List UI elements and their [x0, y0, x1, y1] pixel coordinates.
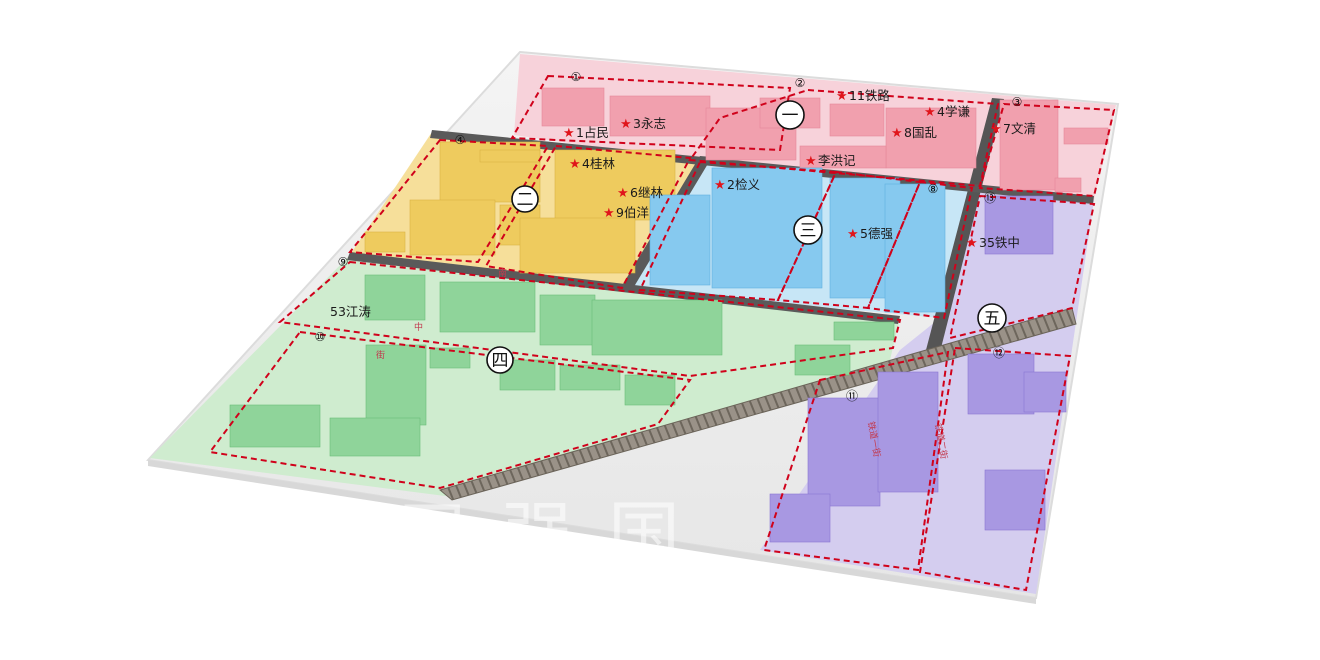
block-2-label: ② — [795, 76, 806, 90]
marker-6jilin: ★ 6继林 — [617, 185, 663, 201]
map-board-edge — [148, 460, 1036, 604]
star-icon: ★ — [617, 186, 629, 201]
district-3-badge: 三 — [793, 215, 823, 245]
star-icon: ★ — [924, 105, 936, 120]
svg-text:5德强: 5德强 — [860, 226, 893, 241]
marker-1zhanmin: ★ 1占民 — [563, 125, 609, 141]
svg-text:4学谦: 4学谦 — [937, 104, 970, 119]
star-icon: ★ — [620, 117, 632, 132]
star-icon: ★ — [714, 178, 726, 193]
marker-8guoluan: ★ 8国乱 — [891, 125, 937, 141]
block-numbers: ① ② ③ ④ ⑧ ⑨ ⑩ ⑪ ⑫ ⑬ — [315, 70, 1023, 403]
star-icon: ★ — [836, 89, 848, 104]
district-2-badge: 二 — [511, 185, 539, 213]
marker-7wenqing: ★ 7文清 — [990, 121, 1036, 137]
railway — [438, 307, 1077, 501]
district-1-badge: 一 — [775, 100, 805, 130]
block-1-label: ① — [571, 70, 582, 84]
street-label-jie: 街 — [376, 349, 385, 361]
street-label-middle: 中 — [414, 321, 423, 333]
svg-text:11铁路: 11铁路 — [849, 88, 890, 103]
block-4-label: ④ — [455, 133, 466, 147]
svg-text:二: 二 — [517, 190, 534, 210]
block-11-label: ⑪ — [846, 389, 858, 403]
person-markers: ★ 1占民 ★ 3永志 ★ 11铁路 ★ 4学谦 ★ 8国乱 ★ 7文清 ★ 李… — [330, 88, 1036, 319]
star-icon: ★ — [569, 157, 581, 172]
purple-buildings — [769, 195, 1067, 543]
watermark: 学习强国 — [290, 493, 714, 577]
marker-9boyang: ★ 9伯洋 — [603, 205, 649, 221]
svg-text:2检义: 2检义 — [727, 177, 760, 192]
svg-text:1占民: 1占民 — [576, 125, 609, 140]
star-icon: ★ — [891, 126, 903, 141]
blue-buildings — [649, 167, 946, 313]
star-icon: ★ — [966, 236, 978, 251]
block-10-label: ⑩ — [315, 330, 326, 344]
block-3-label: ③ — [1012, 95, 1023, 109]
street-label-south: 南 — [498, 267, 507, 279]
svg-text:7文清: 7文清 — [1003, 121, 1036, 136]
svg-text:6继林: 6继林 — [630, 185, 663, 200]
svg-text:四: 四 — [492, 351, 509, 371]
block-8-label: ⑧ — [928, 182, 939, 196]
svg-text:4桂林: 4桂林 — [582, 156, 615, 171]
star-icon: ★ — [990, 122, 1002, 137]
svg-text:3永志: 3永志 — [633, 116, 666, 131]
block-13-label: ⑬ — [984, 191, 996, 205]
star-icon: ★ — [603, 206, 615, 221]
star-icon: ★ — [847, 227, 859, 242]
svg-text:李洪记: 李洪记 — [818, 153, 856, 168]
yellow-buildings — [364, 141, 676, 274]
svg-text:8国乱: 8国乱 — [904, 125, 937, 140]
star-icon: ★ — [805, 154, 817, 169]
marker-2jianyi: ★ 2检义 — [714, 177, 760, 193]
district-labels: 一 二 三 四 五 — [486, 100, 1007, 374]
district-5-badge: 五 — [977, 303, 1007, 333]
district-4-badge: 四 — [486, 346, 514, 374]
svg-text:35铁中: 35铁中 — [979, 235, 1020, 250]
marker-4guilin: ★ 4桂林 — [569, 156, 615, 172]
marker-4xueqian: ★ 4学谦 — [924, 104, 970, 120]
block-12-label: ⑫ — [993, 346, 1005, 360]
svg-text:三: 三 — [800, 221, 817, 241]
svg-text:五: 五 — [984, 309, 1001, 329]
block-borders — [208, 74, 1116, 592]
marker-lihongji: ★ 李洪记 — [805, 153, 856, 169]
svg-text:一: 一 — [782, 106, 799, 126]
marker-11tielu: ★ 11铁路 — [836, 88, 890, 104]
marker-35tiezhong: ★ 35铁中 — [966, 235, 1020, 251]
marker-5deqiang: ★ 5德强 — [847, 226, 893, 242]
star-icon: ★ — [563, 126, 575, 141]
svg-text:9伯洋: 9伯洋 — [616, 205, 649, 220]
marker-53jiangtao: 53江涛 — [330, 304, 371, 319]
marker-3yongzhi: ★ 3永志 — [620, 116, 666, 132]
svg-text:53江涛: 53江涛 — [330, 304, 371, 319]
block-9-label: ⑨ — [338, 255, 349, 269]
road-vertical-east — [926, 98, 1004, 352]
